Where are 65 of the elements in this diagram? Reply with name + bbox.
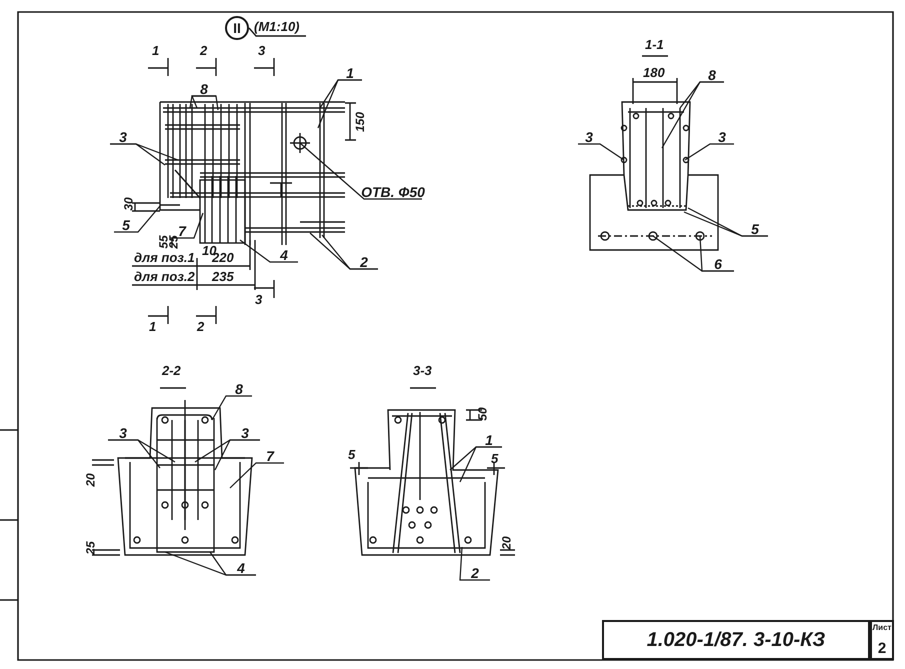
callout-number: 3 bbox=[108, 424, 138, 440]
dimension-label: 1 bbox=[149, 320, 156, 333]
dimension-label: 20 bbox=[84, 473, 97, 487]
leader-line bbox=[699, 236, 734, 272]
leader-line bbox=[322, 234, 378, 270]
leader-line bbox=[230, 462, 284, 488]
dimension-label: 2 bbox=[200, 44, 208, 57]
callout-number: 5 bbox=[114, 216, 138, 232]
dimension-label: 235 bbox=[212, 270, 234, 283]
callout-number: 2 bbox=[460, 564, 490, 580]
dimension-label: 5 bbox=[348, 448, 356, 461]
callout-number: 8 bbox=[700, 66, 724, 82]
leader-line bbox=[684, 143, 734, 160]
sheet-caption: Лист bbox=[872, 624, 892, 632]
leader-line bbox=[240, 240, 298, 263]
callout-number: 3 bbox=[710, 128, 734, 144]
callout-number: 3 bbox=[110, 128, 136, 144]
leader-line bbox=[210, 552, 256, 576]
leader-line bbox=[114, 206, 160, 233]
dimension-label: 5 bbox=[491, 452, 498, 465]
dimension-label: 3 bbox=[258, 44, 266, 57]
dimension-label: для поз.2 bbox=[134, 270, 195, 283]
dimension-label: 30 bbox=[122, 197, 135, 211]
leader-line bbox=[108, 439, 176, 463]
leader-line bbox=[459, 546, 490, 581]
leader-line bbox=[459, 446, 502, 482]
dimension-label: 50 bbox=[476, 407, 489, 421]
sheet-number-cell bbox=[870, 620, 894, 660]
callout-number: 8 bbox=[192, 80, 216, 96]
callout-number: 8 bbox=[226, 380, 252, 396]
callout-number: 4 bbox=[226, 559, 256, 575]
leader-line bbox=[578, 143, 624, 160]
dimension-label: 150 bbox=[354, 112, 366, 132]
leader-line bbox=[300, 142, 422, 200]
callout-number: 5 bbox=[742, 220, 768, 236]
callout-number: 3 bbox=[230, 424, 260, 440]
leader-line bbox=[192, 95, 219, 110]
leader-line bbox=[317, 79, 362, 128]
section-title: 3-3 bbox=[413, 364, 432, 377]
section-drawing bbox=[349, 387, 516, 556]
callout-number: 3 bbox=[578, 128, 600, 144]
dimension-label: 25 bbox=[84, 541, 97, 555]
dimension-label: для поз.1 bbox=[134, 251, 195, 264]
dimension-label: 180 bbox=[643, 66, 665, 79]
leader-line bbox=[110, 143, 178, 161]
callout-number: 6 bbox=[702, 255, 734, 271]
leader-line bbox=[680, 81, 724, 108]
callout-number: 4 bbox=[270, 246, 298, 262]
leader-line bbox=[170, 212, 204, 239]
section-title: 1-1 bbox=[645, 38, 664, 51]
sheet-number: 2 bbox=[878, 641, 886, 656]
callout-number: 2 bbox=[350, 253, 378, 269]
dimension-label: 2 bbox=[197, 320, 204, 333]
leader-line bbox=[211, 395, 252, 420]
drawing-code-box: 1.020-1/87. 3-10-КЗ bbox=[602, 620, 870, 660]
callout-number: 7 bbox=[256, 447, 284, 463]
callout-number: 1 bbox=[476, 431, 502, 447]
dimension-label: 20 bbox=[500, 536, 513, 550]
scale-note: (М1:10) bbox=[254, 20, 300, 33]
leader-line bbox=[214, 439, 260, 470]
section-title: 2-2 bbox=[162, 364, 181, 377]
dimension-label: 55 bbox=[158, 235, 170, 249]
callout-number: 1 bbox=[338, 64, 362, 80]
dimension-label: 1 bbox=[152, 44, 160, 57]
dimension-label: 3 bbox=[255, 293, 262, 306]
